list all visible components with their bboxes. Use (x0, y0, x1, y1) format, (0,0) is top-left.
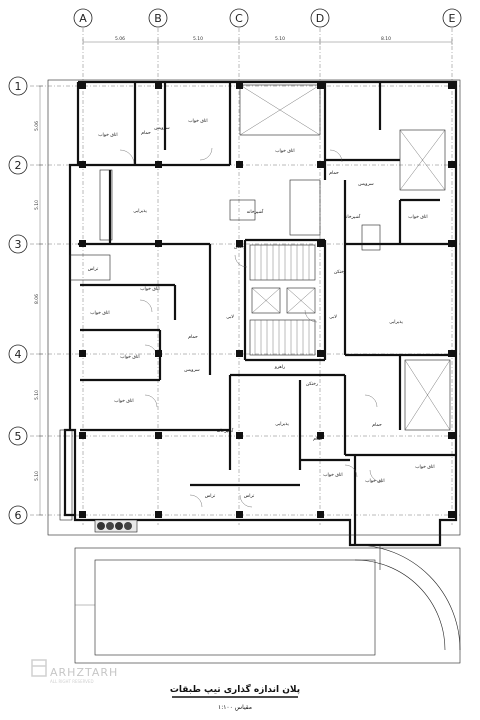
room-label-bath-5: حمام (313, 437, 323, 442)
structural-columns (79, 82, 455, 518)
room-label-terrace-3: تراس (244, 494, 255, 499)
room-labels: اتاق خواب اتاق خواب اتاق خواب اتاق خواب … (88, 119, 435, 499)
window-details (69, 84, 451, 431)
room-label-bedroom-8: اتاق خواب (114, 399, 133, 404)
room-label-reception-2: پذیرایی (389, 320, 403, 325)
title-block: پلان اندازه گذاری تیپ طبقات مقیاس ۱:۱۰۰ (170, 683, 300, 711)
room-label-bedroom-9: اتاق خواب (323, 473, 342, 478)
room-label-wc-3: سرویس (184, 368, 200, 373)
stair-core (249, 244, 316, 356)
grid-letter-a: A (79, 12, 87, 25)
room-label-reception-3: پذیرایی (275, 422, 289, 427)
drawing-title: پلان اندازه گذاری تیپ طبقات (170, 683, 300, 695)
room-label-bedroom-3: اتاق خواب (275, 149, 294, 154)
grid-number-6: 6 (15, 509, 22, 522)
dim-top-1: 5.06 (115, 36, 125, 42)
site-landscape (74, 544, 461, 664)
dim-left-3: 8.06 (34, 294, 40, 304)
grid-number-4: 4 (15, 348, 22, 361)
room-label-bedroom-7: اتاق خواب (120, 355, 139, 360)
exterior-walls (47, 79, 461, 547)
grid-letter-d: D (316, 12, 324, 25)
grid-number-2: 2 (15, 159, 22, 172)
planter-boxes (94, 519, 138, 533)
room-label-bath-1: حمام (141, 131, 151, 136)
drawing-scale: مقیاس ۱:۱۰۰ (218, 704, 252, 711)
dim-left-2: 5.10 (34, 200, 40, 210)
room-label-bath-2: حمام (329, 171, 339, 176)
grid-letter-c: C (235, 12, 243, 25)
room-label-laundry-3: رختکن (306, 381, 318, 387)
watermark-logo: ARHZTARH ALL RIGHT RESERVED (31, 659, 118, 684)
room-label-hall: راهرو (274, 365, 285, 370)
dim-left-1: 5.06 (34, 121, 40, 131)
room-label-bedroom-4: اتاق خواب (408, 215, 427, 220)
dim-top-2: 5.10 (193, 36, 203, 42)
dim-top-4: 8.10 (381, 36, 391, 42)
room-label-bedroom-11: اتاق خواب (415, 465, 434, 470)
dim-left-4: 5.10 (34, 390, 40, 400)
grid-bubbles-letters: A B C D E (73, 8, 462, 28)
watermark-brand: ARHZTARH (50, 666, 118, 679)
grid-letter-e: E (449, 12, 456, 25)
room-label-bedroom-5: اتاق خواب (140, 287, 159, 292)
dim-left-5: 5.10 (34, 471, 40, 481)
grid-bubbles-numbers: 1 2 3 4 5 6 (8, 76, 28, 525)
room-label-terrace-1: تراس (88, 267, 99, 272)
room-label-bath-4: حمام (372, 423, 382, 428)
room-label-reception-1: پذیرایی (133, 209, 147, 214)
room-label-bedroom-2: اتاق خواب (188, 119, 207, 124)
room-label-bath-3: حمام (188, 335, 198, 340)
grid-number-1: 1 (15, 80, 22, 93)
door-swings (119, 147, 383, 508)
room-label-lobby-2: لابی (329, 315, 337, 320)
room-label-lobby-1: لابی (226, 315, 234, 320)
room-label-bedroom-1: اتاق خواب (98, 133, 117, 138)
grid-number-5: 5 (15, 430, 22, 443)
room-label-laundry-1: رختکن (234, 244, 246, 250)
dim-top-3: 5.10 (275, 36, 285, 42)
room-label-kitchen-1: آشپزخانه (247, 209, 264, 215)
room-label-terrace-2: تراس (205, 494, 216, 499)
grid-number-3: 3 (15, 238, 22, 251)
room-label-kitchen-2: آشپزخانه (344, 214, 361, 220)
interior-walls (78, 82, 456, 545)
room-label-laundry-2: رختکن (334, 269, 346, 275)
room-label-wc-1: سرویس (154, 126, 170, 131)
room-label-kitchen-3: آشپزخانه (217, 428, 234, 434)
room-label-bedroom-10: اتاق خواب (365, 479, 384, 484)
room-label-wc-2: سرویس (358, 182, 374, 187)
room-label-bedroom-6: اتاق خواب (90, 311, 109, 316)
dimension-lines: 5.06 5.10 5.10 8.10 5.06 5.10 8.06 5.10 … (34, 36, 453, 516)
grid-letter-b: B (154, 12, 162, 25)
watermark-subtitle: ALL RIGHT RESERVED (50, 679, 94, 684)
